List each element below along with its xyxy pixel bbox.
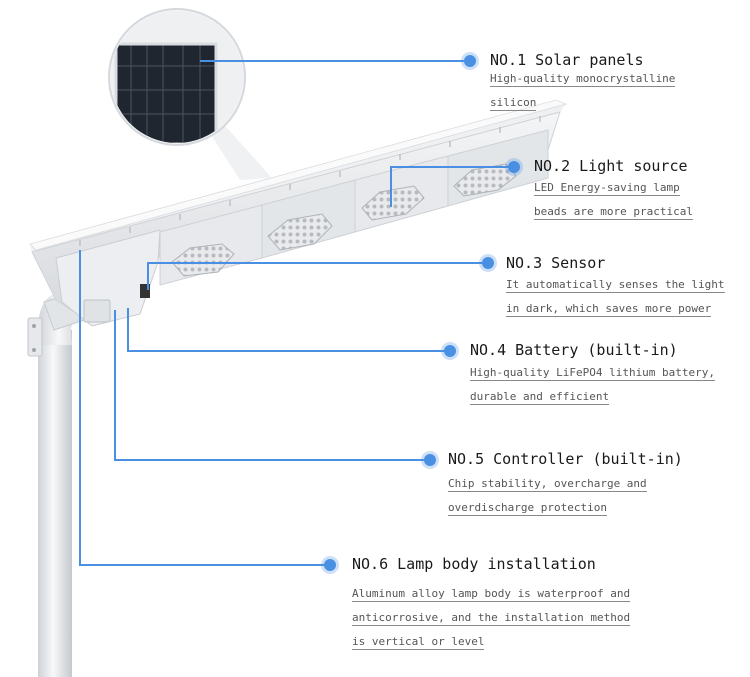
callout-desc-line: overdischarge protection <box>448 501 607 516</box>
leader-line-sensor <box>147 262 488 290</box>
callout-desc-line: Chip stability, overcharge and <box>448 477 647 492</box>
leader-line-controller <box>114 310 430 461</box>
callout-desc-line: beads are more practical <box>534 205 693 220</box>
marker-dot <box>508 161 520 173</box>
callout-desc-line: High-quality LiFePO4 lithium battery, <box>470 366 716 381</box>
callout-desc-line: in dark, which saves more power <box>506 302 712 317</box>
callout-desc-line: Aluminum alloy lamp body is waterproof a… <box>352 587 631 602</box>
callout-desc-line: High-quality monocrystalline <box>490 72 676 87</box>
callout-desc-line: LED Energy-saving lamp <box>534 181 680 196</box>
callout-title: NO.1 Solar panels <box>490 51 644 69</box>
callout-desc-line: silicon <box>490 96 537 111</box>
callout-title: NO.4 Battery (built-in) <box>470 341 678 359</box>
led-modules <box>171 163 517 277</box>
callout-title: NO.3 Sensor <box>506 254 606 272</box>
callout-title: NO.6 Lamp body installation <box>352 555 596 573</box>
leader-line-installation <box>79 250 330 566</box>
leader-line-light <box>390 166 514 207</box>
lamp-body <box>29 99 568 327</box>
callout-desc-line: is vertical or level <box>352 635 485 650</box>
marker-dot <box>424 454 436 466</box>
marker-dot <box>464 55 476 67</box>
callout-desc-line: It automatically senses the light <box>506 278 725 293</box>
marker-dot <box>444 345 456 357</box>
marker-dot <box>324 559 336 571</box>
leader-lines <box>79 60 514 566</box>
leader-line-battery <box>127 308 450 352</box>
callout-desc-line: durable and efficient <box>470 390 610 405</box>
solar-panel-zoom <box>108 8 272 180</box>
callout-title: NO.2 Light source <box>534 157 688 175</box>
callout-desc-line: anticorrosive, and the installation meth… <box>352 611 631 626</box>
marker-dot <box>482 257 494 269</box>
callout-title: NO.5 Controller (built-in) <box>448 450 683 468</box>
